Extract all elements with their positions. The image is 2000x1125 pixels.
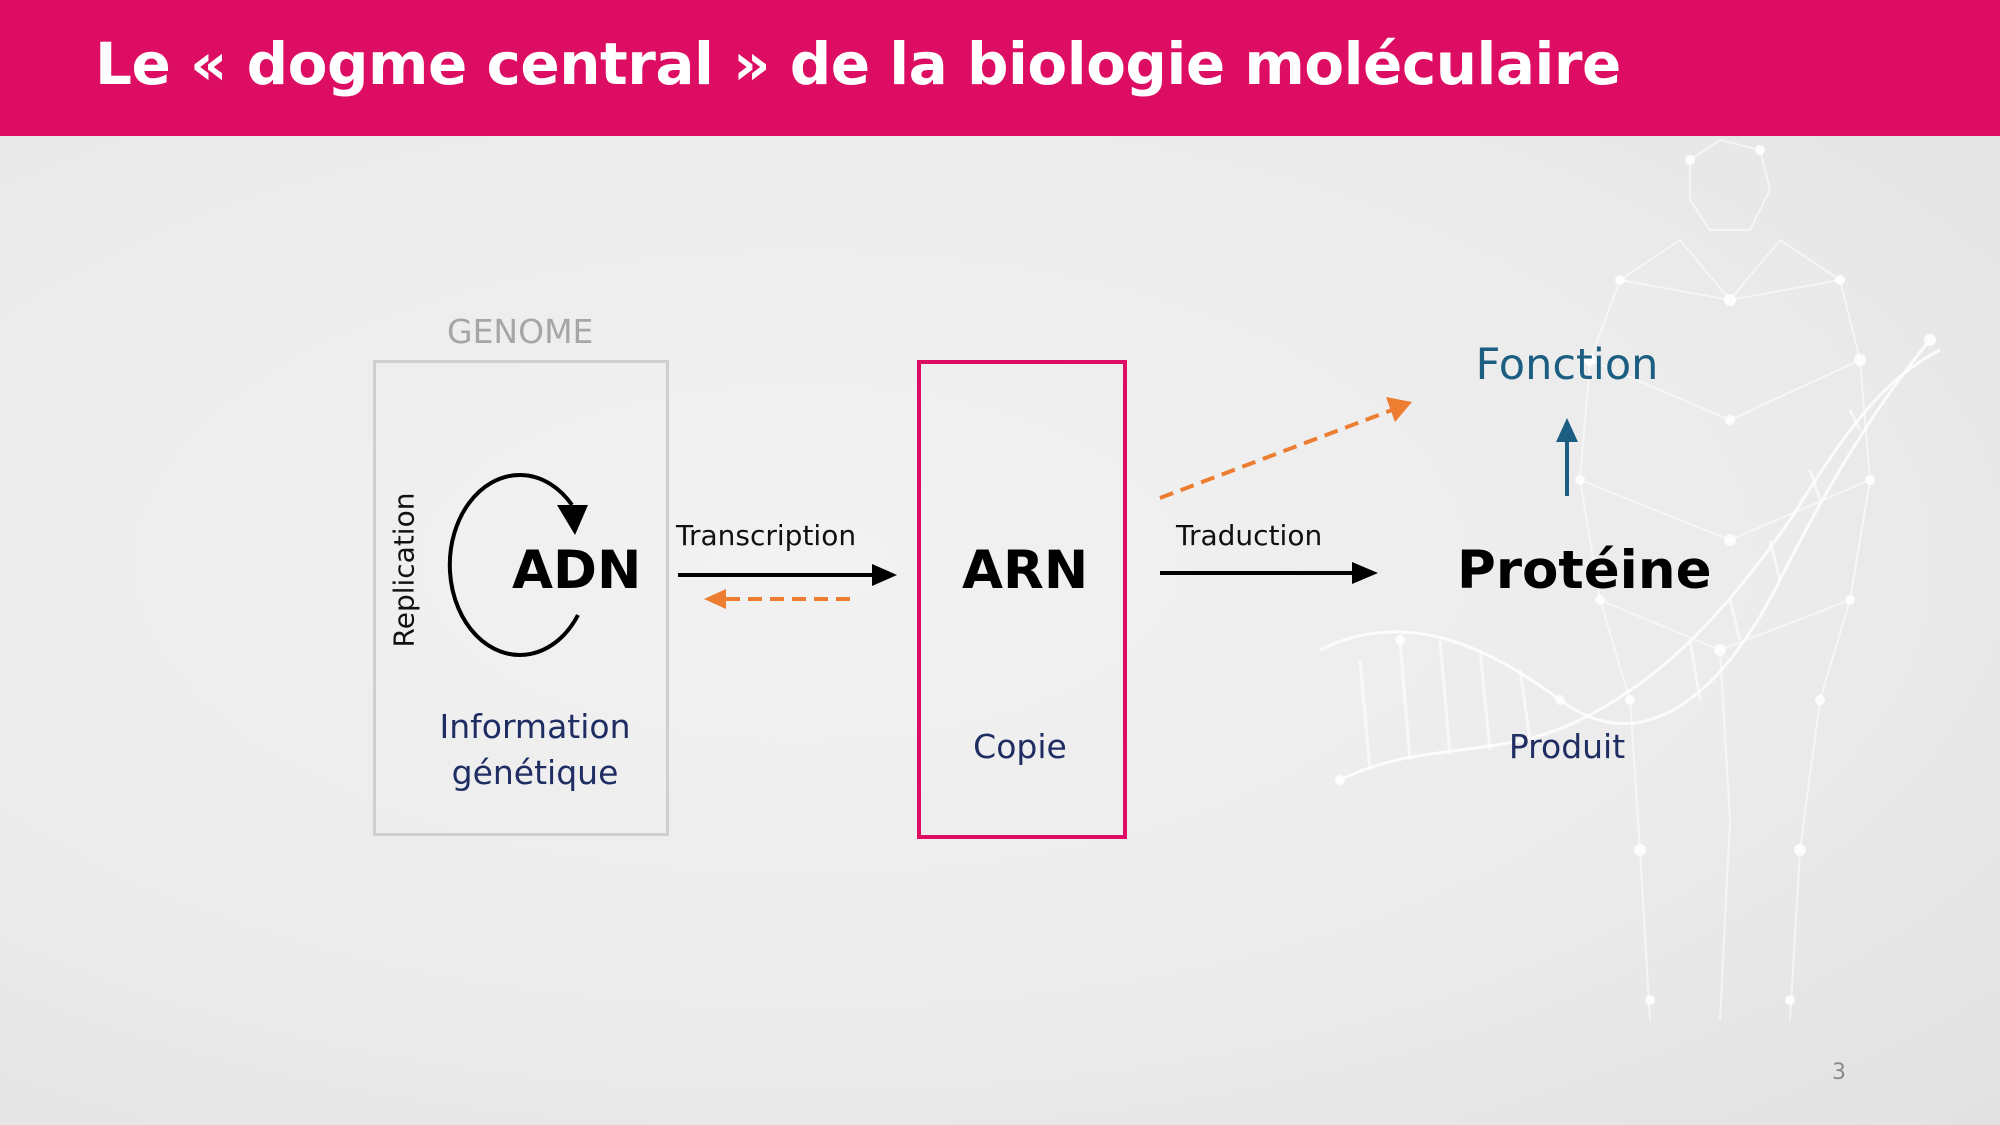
function-label: Fonction bbox=[1475, 340, 1659, 390]
protein-label: Protéine bbox=[1457, 540, 1712, 601]
replication-arrowhead bbox=[557, 505, 588, 535]
page-number: 3 bbox=[1832, 1060, 1846, 1085]
translation-label: Traduction bbox=[1176, 519, 1323, 552]
dna-caption-line-2: génétique bbox=[451, 753, 619, 792]
transcription-label: Transcription bbox=[676, 519, 857, 552]
rna-to-function-dashed-arrow bbox=[1159, 408, 1393, 500]
dna-caption-line-1: Information bbox=[439, 707, 631, 746]
protein-caption: Produit bbox=[1508, 727, 1626, 766]
rna-box bbox=[917, 360, 1127, 839]
genome-label: GENOME bbox=[447, 312, 594, 351]
dna-label: ADN bbox=[512, 540, 642, 601]
rna-label: ARN bbox=[962, 540, 1089, 601]
replication-circular-arrow bbox=[447, 473, 580, 657]
genome-box bbox=[373, 360, 669, 836]
dna-caption: Information génétique bbox=[439, 704, 630, 796]
replication-label: Replication bbox=[387, 492, 421, 648]
title-bar: Le « dogme central » de la biologie molé… bbox=[0, 0, 2000, 136]
slide-title: Le « dogme central » de la biologie molé… bbox=[95, 30, 1621, 98]
rna-caption: Copie bbox=[973, 727, 1067, 766]
dna-human-background-image bbox=[1319, 138, 1941, 1021]
